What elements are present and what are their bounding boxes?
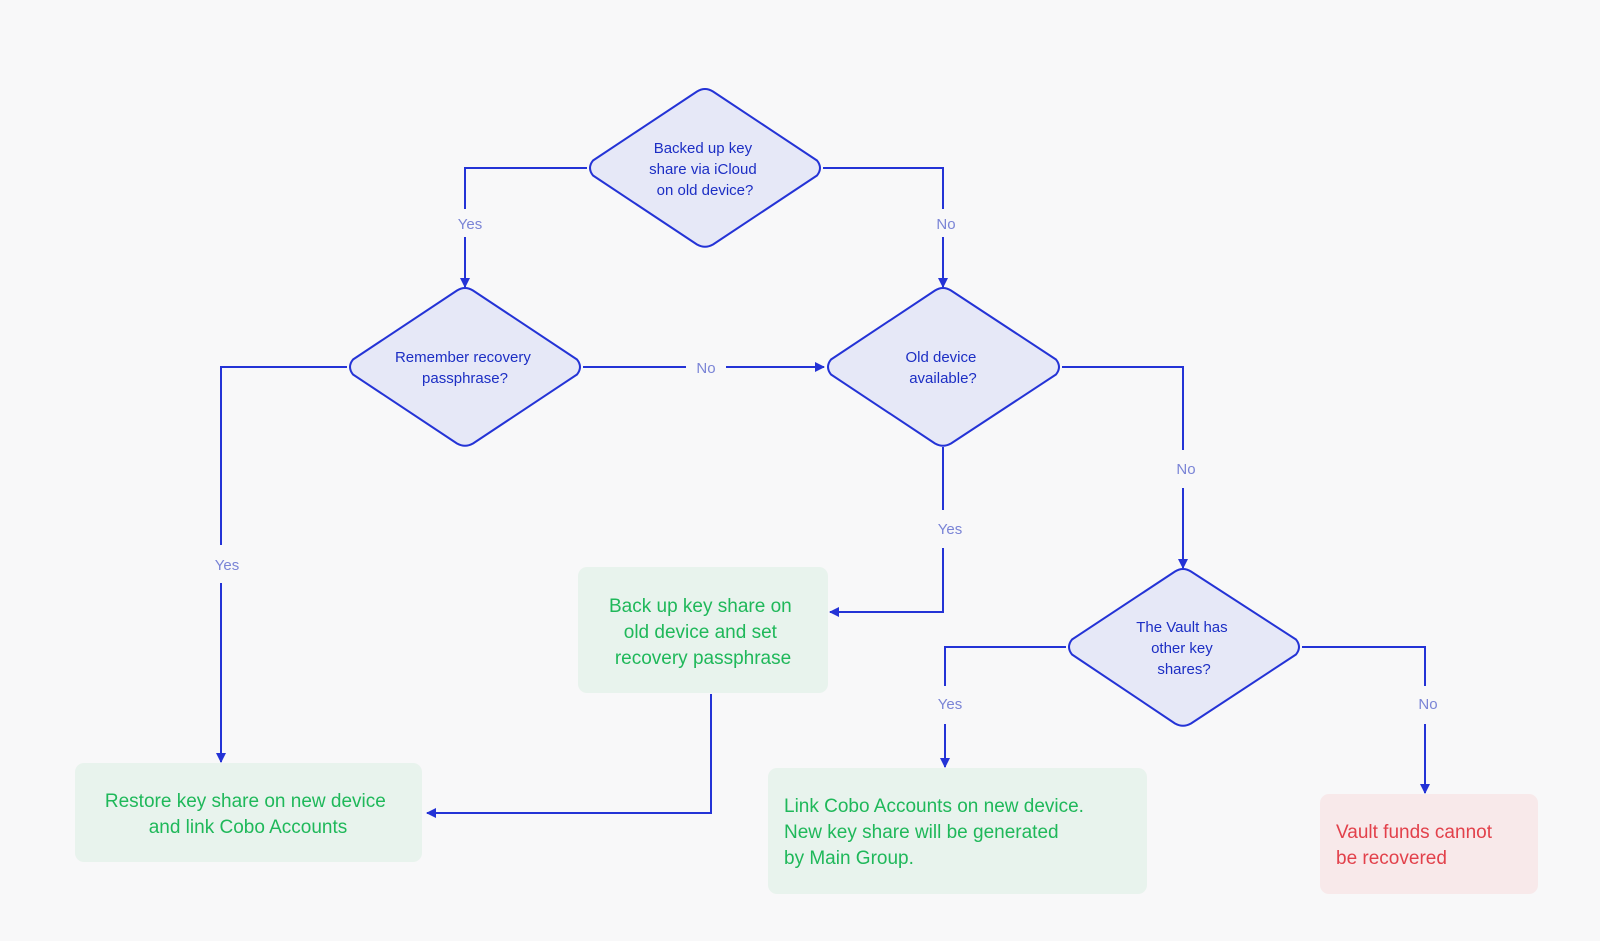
decision-line: passphrase? (422, 370, 508, 387)
edge-label-bg (928, 686, 970, 724)
outcome-line: be recovered (1336, 848, 1447, 869)
edge-label-bg (206, 545, 248, 583)
outcome-line: Vault funds cannot (1336, 822, 1493, 843)
decision-line: Remember recovery (395, 349, 531, 366)
decision-diamond (589, 88, 821, 248)
outcome-box (1320, 794, 1538, 894)
edge-label-bg (1408, 686, 1448, 724)
edge-label-passphrase-yes: Yes (206, 545, 248, 583)
edge-label-old-device-yes: Yes (928, 510, 970, 548)
edge-label-text: No (696, 360, 715, 377)
decision-line: available? (909, 370, 977, 387)
connectors (216, 167, 1430, 818)
connector-shares-no (1302, 646, 1430, 794)
outcome-line: by Main Group. (784, 848, 914, 869)
outcome-line: Back up key share on (609, 596, 792, 617)
outcome-line: New key share will be generated (784, 822, 1059, 843)
decision-line: on old device? (657, 182, 754, 199)
decision-label: Remember recovery passphrase? (395, 349, 535, 387)
decision-icloud-backup: Backed up key share via iCloud on old de… (589, 88, 821, 248)
outcome-label: Link Cobo Accounts on new device. New ke… (784, 796, 1089, 869)
edge-label-text: No (1176, 461, 1195, 478)
outcome-box (768, 768, 1147, 894)
decision-line: Backed up key (654, 140, 753, 157)
edge-label-shares-yes: Yes (928, 686, 970, 724)
edge-label-icloud-yes: Yes (449, 209, 485, 237)
outcome-backup-old: Back up key share on old device and set … (578, 567, 828, 693)
edge-labels: Yes No No Yes No Yes Yes No (206, 209, 1448, 724)
decision-diamond (1068, 568, 1300, 727)
edge-label-text: Yes (458, 216, 482, 233)
decision-label: The Vault has other key shares? (1136, 619, 1232, 678)
decision-label: Old device available? (905, 349, 980, 387)
decision-line: other key (1151, 640, 1213, 657)
edge-label-passphrase-no: No (686, 355, 726, 379)
edge-label-text: Yes (215, 557, 239, 574)
decision-line: share via iCloud (649, 161, 757, 178)
outcome-line: recovery passphrase (615, 648, 791, 669)
connector-shares-yes (940, 646, 1066, 768)
decision-line: shares? (1157, 661, 1210, 678)
connector-icloud-yes (460, 167, 587, 288)
edge-label-shares-no: No (1408, 686, 1448, 724)
edge-label-icloud-no: No (929, 209, 965, 237)
connector-passphrase-yes (216, 366, 347, 763)
outcome-label: Back up key share on old device and set … (609, 596, 797, 669)
decision-line: Old device (905, 349, 976, 366)
decision-label: Backed up key share via iCloud on old de… (649, 140, 761, 199)
decision-diamond (827, 287, 1060, 447)
outcome-label: Restore key share on new device and link… (105, 791, 391, 838)
connector-old-device-yes (829, 447, 944, 617)
outcome-label: Vault funds cannot be recovered (1336, 822, 1497, 869)
outcome-line: and link Cobo Accounts (149, 817, 348, 838)
decision-other-shares: The Vault has other key shares? (1068, 568, 1300, 727)
connector-icloud-no (823, 167, 948, 288)
edge-label-bg (1165, 450, 1205, 488)
edge-label-text: Yes (938, 521, 962, 538)
decision-old-device: Old device available? (827, 287, 1060, 447)
edge-label-bg (686, 355, 726, 379)
edge-label-bg (928, 510, 970, 548)
outcome-line: Link Cobo Accounts on new device. (784, 796, 1084, 817)
outcome-line: Restore key share on new device (105, 791, 386, 812)
outcome-unrecoverable: Vault funds cannot be recovered (1320, 794, 1538, 894)
outcome-link-cobo: Link Cobo Accounts on new device. New ke… (768, 768, 1147, 894)
decision-line: The Vault has (1136, 619, 1227, 636)
decision-diamond (349, 287, 581, 447)
edge-label-bg (449, 209, 485, 237)
edge-label-text: No (936, 216, 955, 233)
edge-label-old-device-no: No (1165, 450, 1205, 488)
connector-backup-to-restore (426, 694, 712, 818)
outcome-restore: Restore key share on new device and link… (75, 763, 422, 862)
decision-remember-passphrase: Remember recovery passphrase? (349, 287, 581, 447)
edge-label-text: No (1418, 696, 1437, 713)
outcome-box (578, 567, 828, 693)
edge-label-text: Yes (938, 696, 962, 713)
outcome-box (75, 763, 422, 862)
outcome-line: old device and set (624, 622, 778, 643)
edge-label-bg (929, 209, 965, 237)
connector-old-device-no (1062, 366, 1188, 569)
